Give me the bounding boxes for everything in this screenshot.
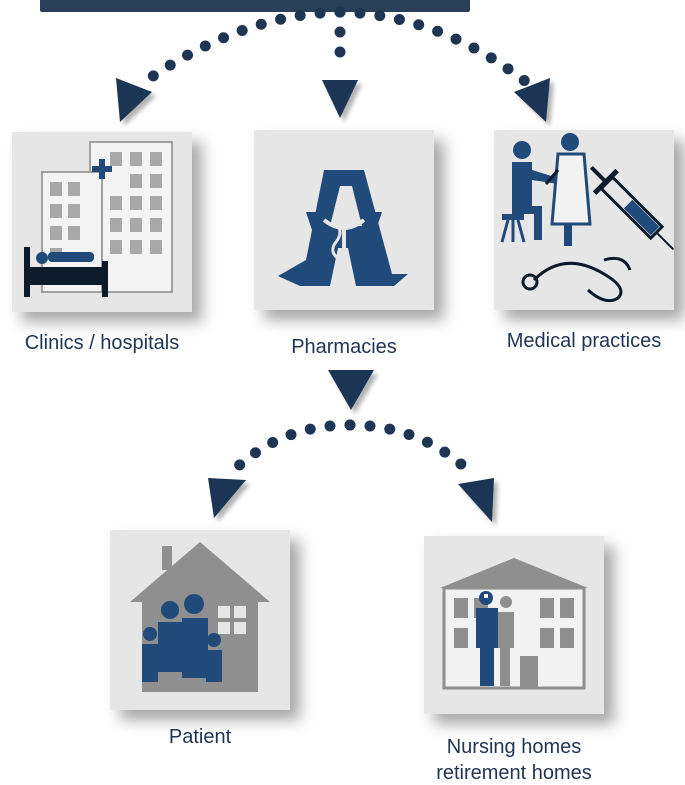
doctor-icon: [500, 133, 674, 303]
arrow-to-medical: [514, 78, 550, 122]
patient-label: Patient: [168, 726, 232, 748]
arrow-to-nursing: [458, 478, 494, 522]
arrow-pharmacies-down: [328, 370, 374, 410]
connector-top-right: [334, 6, 536, 91]
connector-bottom-right: [344, 419, 476, 478]
clinics-node: [12, 132, 192, 312]
house-family-icon: [130, 542, 270, 692]
connector-top-left: [134, 6, 346, 91]
medical-node: [494, 130, 674, 310]
medical-label: Medical practices: [506, 330, 662, 352]
nursing-node: [424, 536, 604, 714]
patient-node: [110, 530, 290, 710]
arrow-to-clinics: [116, 78, 152, 122]
hospital-icon: [24, 141, 173, 297]
pharmacy-icon: [278, 170, 408, 286]
pharmacies-label: Pharmacies: [291, 336, 397, 358]
nursing-label-line1: Nursing homes: [446, 736, 582, 758]
clinics-label: Clinics / hospitals: [24, 332, 180, 354]
nursing-home-icon: [440, 558, 588, 690]
connector-bottom-left: [226, 419, 356, 478]
arrow-to-pharmacies: [322, 80, 358, 118]
arrow-to-patient: [208, 478, 246, 518]
nursing-label-line2: retirement homes: [436, 762, 592, 784]
pharmacies-node: [254, 130, 434, 310]
